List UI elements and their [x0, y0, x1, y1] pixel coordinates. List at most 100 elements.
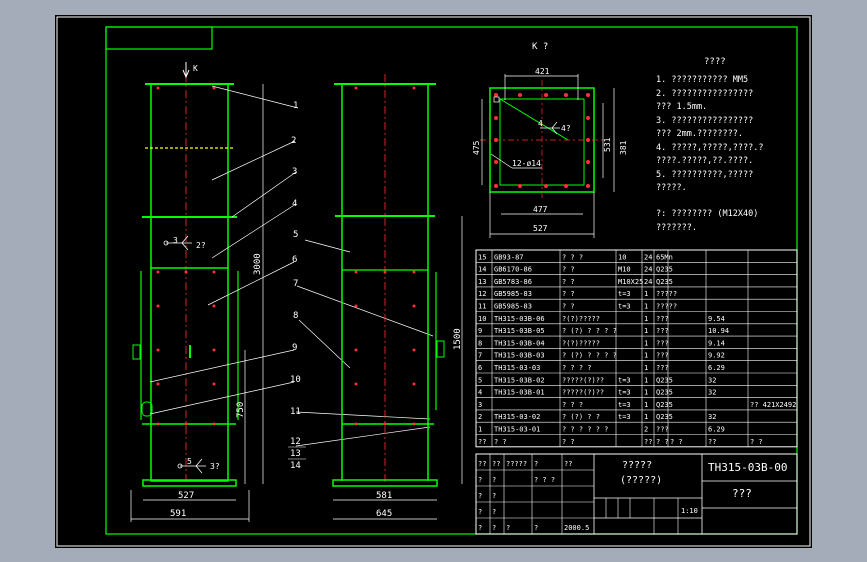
bom-cell: 9.14 — [708, 339, 725, 347]
callout-5: 5 — [293, 230, 298, 240]
callout-11: 11 — [290, 407, 301, 417]
left-elevation-view: K 3 2? 5 3? 3000 750 527 591 — [130, 62, 264, 522]
callout-numbers: 1 2 3 4 5 6 7 8 9 10 11 12 13 14 — [290, 101, 301, 471]
bom-cell: t=3 — [618, 376, 631, 384]
bom-cell: t=3 — [618, 290, 631, 298]
bom-cell: ?(?)????? — [562, 339, 600, 347]
bom-cell: ????? — [656, 303, 677, 311]
callout-2: 2 — [291, 136, 296, 146]
dim-right-height: 1500 — [453, 328, 463, 350]
bom-cell: 1 — [644, 303, 648, 311]
svg-text:2?: 2? — [196, 241, 206, 250]
bom-cell: 6.29 — [708, 426, 725, 434]
title-block-cell: ?? — [564, 460, 572, 468]
bom-cell: TH315-03B-04 — [494, 339, 545, 347]
title-block-cell: ? — [478, 492, 482, 500]
bom-cell: GB5985-83 — [494, 303, 532, 311]
bom-cell: 1 — [644, 389, 648, 397]
bom-cell: TH315-03-01 — [494, 426, 540, 434]
bom-cell: 4 — [478, 389, 482, 397]
bom-cell: GB5783-86 — [494, 278, 532, 286]
bom-header-cell: ? ? — [656, 438, 669, 446]
bom-cell: TH315-03B-01 — [494, 389, 545, 397]
right-elevation-view: 1500 581 645 — [332, 74, 463, 520]
bom-cell: TH315-03-02 — [494, 413, 540, 421]
bom-cell: 14 — [478, 266, 486, 274]
scale: 1:10 — [681, 507, 698, 515]
bom-cell: TH315-03B-03 — [494, 352, 545, 360]
bom-cell: 2 — [644, 426, 648, 434]
bom-cell: 10.94 — [708, 327, 729, 335]
bom-cell: t=3 — [618, 303, 631, 311]
bom-cell: ?(?)????? — [562, 315, 600, 323]
weld-symbol-4: 4 4? — [538, 119, 571, 135]
callout-underlines — [288, 446, 306, 460]
bom-cell: 1 — [644, 376, 648, 384]
note-line: 4. ?????,?????,????.? — [656, 143, 763, 153]
dim-k-bottom1: 477 — [533, 205, 548, 214]
handle-right — [436, 340, 445, 358]
title-block-cell: ?? — [492, 460, 500, 468]
bom-cell: ? ? — [562, 290, 575, 298]
k-marker: K — [193, 64, 198, 73]
k-arrow-head — [182, 69, 190, 79]
bom-cell: ? (?) ? ? ? ? — [562, 327, 617, 335]
bom-cell: ?????(?)?? — [562, 389, 604, 397]
title-block-cell: ? — [506, 524, 510, 532]
dim-left-low: 750 — [236, 402, 246, 418]
bom-cell: Q235 — [656, 376, 673, 384]
bom-cell: 24 — [644, 266, 652, 274]
title-block-cell: ? — [478, 508, 482, 516]
svg-text:3?: 3? — [210, 462, 220, 471]
note-line: ??? 2mm.????????. — [656, 129, 743, 139]
bom-header-cell: ? ? — [562, 438, 575, 446]
bom-cell: ??? — [656, 327, 669, 335]
bom-cell: 11 — [478, 303, 486, 311]
bom-cell: ? ? — [562, 303, 575, 311]
title-block-cell: ? — [492, 476, 496, 484]
k-bolt-holes — [494, 93, 590, 188]
bom-cell: ? (?) ? ? ? ? — [562, 352, 617, 360]
bom-cell: 6.29 — [708, 364, 725, 372]
bom-cell: ? (?) ? ? — [562, 413, 600, 421]
dim-k-right2: 381 — [619, 140, 628, 155]
dim-right-base: 581 — [376, 491, 392, 501]
callout-7: 7 — [293, 279, 298, 289]
dim-k-holes: 12-ø14 — [512, 159, 541, 168]
drawing-number: TH315-03B-00 — [708, 461, 787, 474]
dim-k-right1: 531 — [603, 137, 612, 152]
bom-header-cell: ?? — [644, 438, 652, 446]
title-sub: (?????) — [620, 475, 662, 486]
bom-header-cell: ? ? — [750, 438, 763, 446]
dim-k-left: 475 — [472, 140, 481, 155]
dim-left-overall: 591 — [170, 509, 186, 519]
company-unit: ??? — [732, 487, 752, 500]
lower-section — [150, 267, 229, 482]
technical-notes: ???? 1. ??????????? MM5 2. ?????????????… — [656, 57, 763, 233]
bom-cell: Q235 — [656, 278, 673, 286]
bom-cell: ?? 421X2492 — [750, 401, 796, 409]
bom-cell: ? ? — [562, 266, 575, 274]
bom-header-cell: ? ? — [670, 438, 683, 446]
drawing-area — [55, 15, 812, 548]
bom-cell: 6 — [478, 364, 482, 372]
base-plate — [142, 479, 237, 487]
dim-right-overall: 645 — [376, 509, 392, 519]
bom-cell: 1 — [644, 315, 648, 323]
svg-text:4: 4 — [538, 119, 543, 128]
bom-cell: 9.92 — [708, 352, 725, 360]
bom-cell: 1 — [644, 339, 648, 347]
bom-cell: TH315-03B-05 — [494, 327, 545, 335]
bom-cell: 32 — [708, 413, 716, 421]
bom-cell: 7 — [478, 352, 482, 360]
bom-cell: 9 — [478, 327, 482, 335]
bom-cell: 12 — [478, 290, 486, 298]
title-block-cell: 2000.5 — [564, 524, 589, 532]
bom-cell: 65Mn — [656, 253, 673, 261]
title-block-cell: ????? — [506, 460, 527, 468]
callout-14: 14 — [290, 461, 301, 471]
bolt-holes-right — [354, 86, 416, 426]
title-block-cell: ? — [534, 460, 538, 468]
bom-cell: 2 — [478, 413, 482, 421]
